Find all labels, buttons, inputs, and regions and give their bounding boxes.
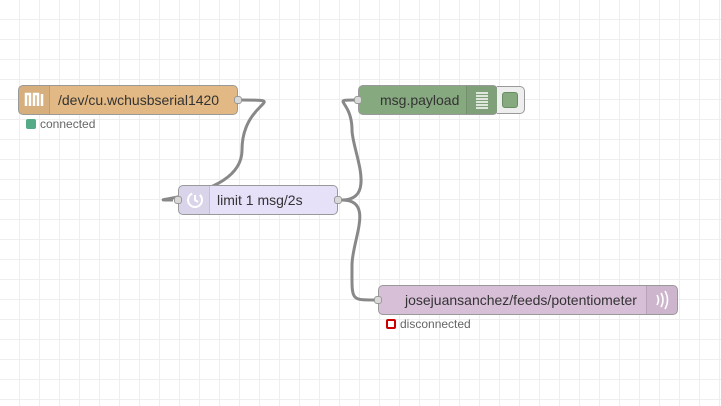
mqtt-out-input-port[interactable] bbox=[374, 296, 382, 304]
debug-node[interactable]: msg.payload bbox=[354, 85, 498, 115]
delay-node[interactable]: limit 1 msg/2s bbox=[174, 185, 342, 215]
broadcast-icon bbox=[656, 290, 669, 310]
debug-toggle-indicator bbox=[502, 92, 518, 108]
wire-delay-to-debug[interactable] bbox=[341, 98, 363, 202]
serial-in-status-text: connected bbox=[40, 117, 96, 131]
delay-label: limit 1 msg/2s bbox=[217, 192, 303, 208]
mqtt-out-status: disconnected bbox=[386, 317, 471, 331]
mqtt-out-node[interactable]: josejuansanchez/feeds/potentiometer bbox=[374, 285, 678, 315]
broadcast-icon-box bbox=[646, 286, 677, 314]
serial-icon-box bbox=[19, 86, 50, 114]
serial-in-output-port[interactable] bbox=[234, 96, 242, 104]
mqtt-out-label: josejuansanchez/feeds/potentiometer bbox=[405, 292, 637, 308]
debug-input-port[interactable] bbox=[354, 96, 362, 104]
serial-in-node[interactable]: /dev/cu.wchusbserial1420 bbox=[18, 85, 242, 115]
wire-delay-to-mqtt[interactable] bbox=[341, 198, 375, 302]
debug-list-icon bbox=[476, 92, 488, 109]
mqtt-out-status-text: disconnected bbox=[400, 317, 471, 331]
timer-icon bbox=[187, 192, 203, 208]
serial-icon bbox=[24, 92, 44, 106]
disconnected-status-dot bbox=[386, 319, 396, 329]
delay-output-port[interactable] bbox=[334, 196, 342, 204]
serial-in-status: connected bbox=[26, 117, 95, 131]
debug-label: msg.payload bbox=[380, 92, 460, 108]
debug-toggle-button[interactable] bbox=[497, 86, 525, 114]
connected-status-dot bbox=[26, 119, 36, 129]
timer-icon-box bbox=[179, 186, 210, 214]
serial-in-label: /dev/cu.wchusbserial1420 bbox=[58, 92, 220, 108]
debug-list-icon-box bbox=[466, 86, 497, 114]
delay-input-port[interactable] bbox=[174, 196, 182, 204]
